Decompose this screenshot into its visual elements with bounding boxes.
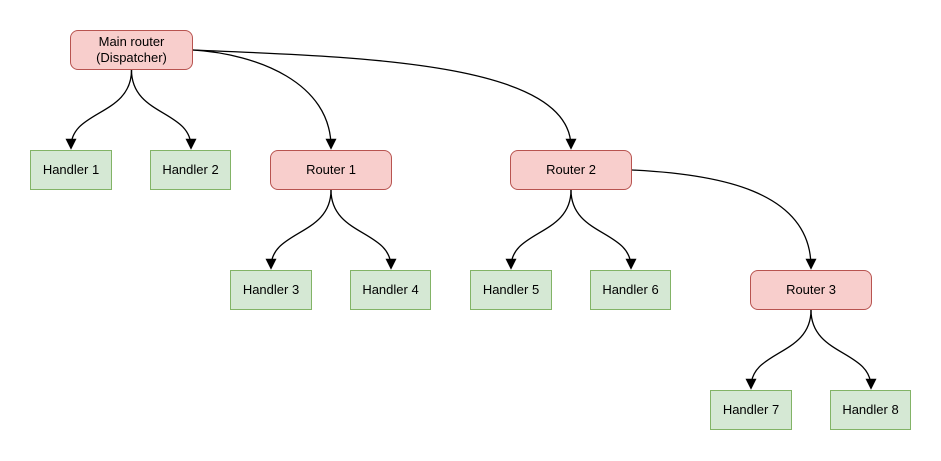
node-handler8: Handler 8 [830,390,911,430]
node-handler5: Handler 5 [470,270,552,310]
edge-router2-to-router3 [631,169,817,270]
edge-router1-to-handler3 [265,189,332,270]
node-label: Handler 4 [362,282,419,297]
node-label: Handler 3 [242,282,300,297]
node-router2: Router 2 [510,150,632,190]
edge-router2-to-handler5 [505,189,572,270]
node-router1: Router 1 [270,150,392,190]
edge-main-to-handler1 [65,69,133,150]
node-router3: Router 3 [750,270,872,310]
node-label: Handler 2 [162,162,219,177]
node-main-router: Main router (Dispatcher) [70,30,193,70]
node-handler3: Handler 3 [230,270,312,310]
node-label: Main router [98,34,165,49]
node-label: Router 1 [306,162,356,177]
edge-main-to-handler2 [130,69,197,150]
edge-router3-to-handler8 [810,309,877,390]
node-label: Router 3 [786,282,836,297]
node-label: Handler 1 [42,162,100,177]
node-label: Handler 5 [482,282,540,297]
node-label: Handler 7 [722,402,780,417]
node-handler6: Handler 6 [590,270,671,310]
node-handler4: Handler 4 [350,270,431,310]
node-handler1: Handler 1 [30,150,112,190]
node-handler7: Handler 7 [710,390,792,430]
edge-main-to-router1 [192,49,337,150]
node-label: Handler 6 [602,282,659,297]
edge-router1-to-handler4 [330,189,397,270]
edge-router2-to-handler6 [570,189,637,270]
edge-router3-to-handler7 [745,309,812,390]
node-label: (Dispatcher) [96,50,167,65]
node-label: Router 2 [546,162,596,177]
node-label: Handler 8 [842,402,899,417]
node-handler2: Handler 2 [150,150,231,190]
edge-main-to-router2 [192,49,577,150]
